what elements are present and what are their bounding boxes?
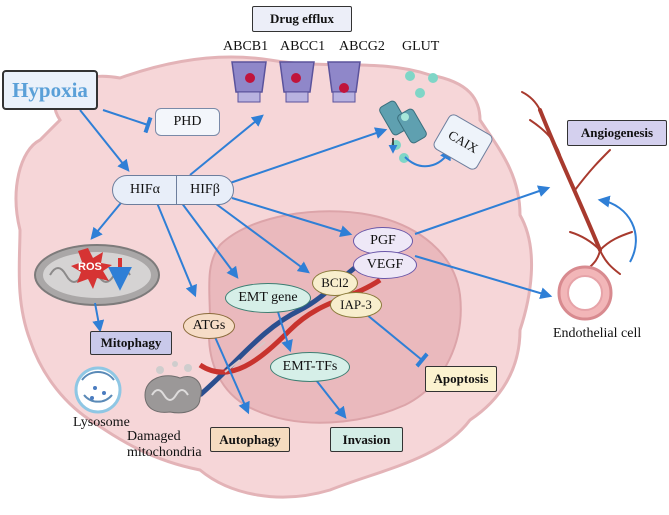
phd-label: PHD <box>173 114 202 129</box>
atgs-label: ATGs <box>192 318 226 333</box>
endothelial-cell-label: Endothelial cell <box>553 326 642 341</box>
bcl2-oval: BCl2 <box>312 270 358 296</box>
angiogenesis-box: Angiogenesis <box>567 120 667 146</box>
hif-alpha-label: HIFα <box>130 182 160 197</box>
abcg2-transporter <box>327 61 361 103</box>
vegf-oval: VEGF <box>353 251 417 279</box>
endothelial-ring <box>557 265 613 321</box>
damaged-mitochondria-label-line1: Damaged <box>127 429 181 444</box>
abcb1-transporter <box>231 61 267 103</box>
invasion-box: Invasion <box>330 427 403 452</box>
iap3-label: IAP-3 <box>340 297 372 312</box>
glut-label: GLUT <box>402 39 440 54</box>
nucleus <box>208 210 462 424</box>
iap3-oval: IAP-3 <box>330 292 382 318</box>
pgf-label: PGF <box>370 233 396 248</box>
drug-efflux-label: Drug efflux <box>270 11 334 26</box>
emt-tfs-oval: EMT-TFs <box>270 352 350 382</box>
bcl2-label: BCl2 <box>321 275 349 290</box>
phd-box: PHD <box>155 108 220 136</box>
emt-gene-oval: EMT gene <box>225 283 311 313</box>
abcg2-label: ABCG2 <box>339 39 385 54</box>
mitophagy-label: Mitophagy <box>100 335 162 350</box>
vegf-label: VEGF <box>366 257 404 272</box>
glut-transporter <box>379 71 438 163</box>
lysosome-graphic <box>74 366 122 414</box>
abcc1-label: ABCC1 <box>280 39 326 54</box>
hif-beta-label: HIFβ <box>190 182 220 197</box>
atgs-oval: ATGs <box>183 313 235 339</box>
damaged-mitochondria-label-line2: mitochondria <box>127 445 202 460</box>
drug-efflux-box: Drug efflux <box>252 6 352 32</box>
apoptosis-label: Apoptosis <box>433 371 489 386</box>
ros-label: ROS <box>78 261 102 273</box>
apoptosis-box: Apoptosis <box>425 366 497 392</box>
hypoxia-label: Hypoxia <box>12 77 88 102</box>
lysosome-label: Lysosome <box>73 415 130 430</box>
autophagy-box: Autophagy <box>210 427 290 452</box>
hif-beta-box: HIFβ <box>176 175 234 205</box>
hypoxia-box: Hypoxia <box>2 70 98 110</box>
abcb1-label: ABCB1 <box>223 39 269 54</box>
pgf-oval: PGF <box>353 227 413 255</box>
emt-gene-label: EMT gene <box>238 290 298 305</box>
damaged-mitochondria-graphic <box>144 361 202 414</box>
hif-alpha-box: HIFα <box>112 175 178 205</box>
mitophagy-box: Mitophagy <box>90 331 172 355</box>
abcc1-transporter <box>279 61 315 103</box>
angiogenesis-label: Angiogenesis <box>580 125 654 140</box>
autophagy-label: Autophagy <box>219 431 281 447</box>
invasion-label: Invasion <box>342 431 391 447</box>
caix-label: CAIX <box>445 127 481 157</box>
blood-vessel <box>521 91 633 275</box>
emt-tfs-label: EMT-TFs <box>282 359 338 374</box>
ros-burst <box>71 248 112 289</box>
